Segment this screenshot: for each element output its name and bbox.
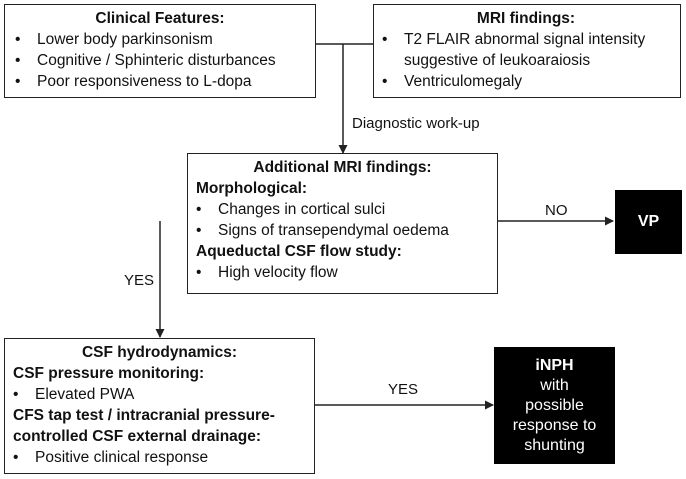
pressure-item: •Elevated PWA: [13, 386, 135, 403]
flow-study-heading: Aqueductal CSF flow study:: [196, 243, 402, 260]
mri-findings-title: MRI findings:: [476, 10, 576, 27]
yes-down-label: YES: [124, 272, 155, 289]
clinical-item: •Cognitive / Sphinteric disturbances: [15, 52, 276, 69]
mri-findings-box: MRI findings: •T2 FLAIR abnormal signal …: [373, 4, 681, 98]
diagnostic-workup-label: Diagnostic work-up: [352, 115, 480, 132]
inph-line: response to: [512, 416, 597, 434]
tap-item: •Positive clinical response: [13, 449, 209, 466]
mri-item: •T2 FLAIR abnormal signal intensity sugg…: [382, 31, 646, 69]
clinical-item: •Poor responsiveness to L-dopa: [15, 73, 252, 90]
clinical-features-title: Clinical Features:: [95, 10, 225, 27]
morph-item: •Changes in cortical sulci: [196, 201, 386, 218]
pressure-monitoring-heading: CSF pressure monitoring:: [13, 365, 205, 382]
additional-mri-title: Additional MRI findings:: [253, 159, 432, 176]
tap-test-heading: CFS tap test / intracranial pressure-con…: [13, 407, 275, 445]
flow-item: •High velocity flow: [196, 264, 338, 281]
inph-line: shunting: [524, 436, 585, 454]
vp-terminal: VP: [615, 190, 682, 254]
csf-hydrodynamics-box: CSF hydrodynamics: CSF pressure monitori…: [4, 338, 315, 474]
inph-line: possible: [525, 396, 584, 414]
inph-terminal: iNPH with possible response to shunting: [494, 347, 615, 464]
csf-hydrodynamics-title: CSF hydrodynamics:: [81, 344, 238, 361]
clinical-item: •Lower body parkinsonism: [15, 31, 213, 48]
additional-mri-box: Additional MRI findings: Morphological: …: [187, 153, 498, 294]
vp-label: VP: [637, 213, 660, 230]
morphological-heading: Morphological:: [196, 180, 308, 197]
mri-item: •Ventriculomegaly: [382, 73, 523, 90]
no-label: NO: [545, 202, 568, 219]
clinical-features-box: Clinical Features: •Lower body parkinson…: [4, 4, 316, 98]
inph-title: iNPH: [535, 356, 574, 374]
inph-line: with: [540, 376, 569, 394]
morph-item: •Signs of transependymal oedema: [196, 222, 449, 239]
yes-right-label: YES: [388, 381, 419, 398]
